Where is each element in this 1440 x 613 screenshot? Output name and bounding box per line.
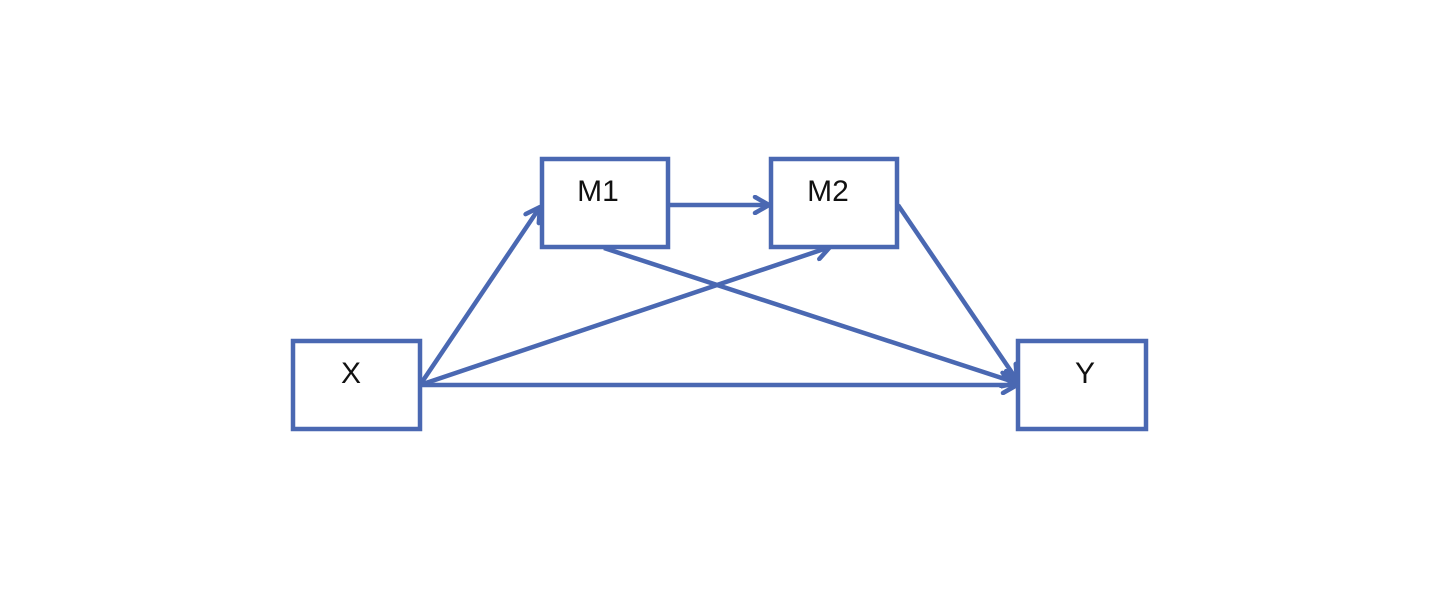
node-m1-box (539, 156, 671, 250)
node-x-label: X (341, 357, 361, 390)
node-m2-label: M2 (807, 175, 849, 208)
edge-x-m1 (418, 207, 540, 387)
edge-x-m2 (419, 247, 830, 388)
edges (418, 203, 1017, 388)
node-m1: M1 (539, 156, 671, 250)
node-x-box (290, 338, 423, 432)
edge-m2-y (896, 203, 1017, 380)
node-m2-box (768, 156, 900, 250)
node-y-box (1015, 338, 1149, 432)
node-x: X (290, 338, 423, 432)
node-y: Y (1015, 338, 1149, 432)
edge-m1-y (603, 245, 1017, 383)
node-m2: M2 (768, 156, 900, 250)
node-y-label: Y (1075, 357, 1095, 390)
node-m1-label: M1 (577, 175, 619, 208)
